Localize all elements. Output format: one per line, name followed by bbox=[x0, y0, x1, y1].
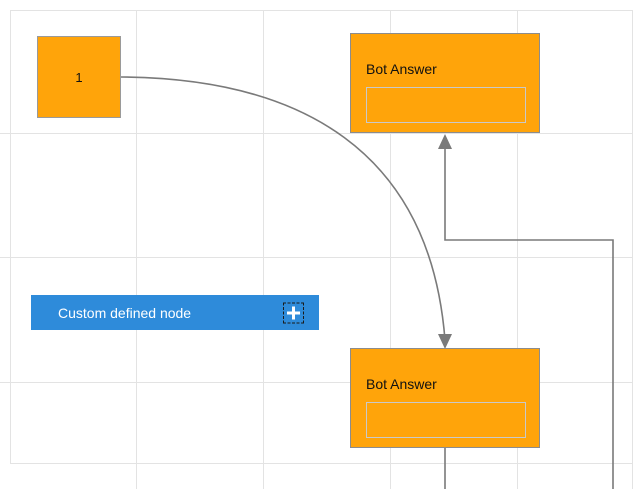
arrowhead-down-icon bbox=[438, 334, 452, 349]
custom-defined-node-bar[interactable]: Custom defined node bbox=[31, 295, 319, 330]
arrowhead-up-icon bbox=[438, 134, 452, 149]
bot-answer-title: Bot Answer bbox=[366, 376, 437, 392]
bot-answer-node-bottom[interactable]: Bot Answer bbox=[350, 348, 540, 448]
bot-answer-node-top[interactable]: Bot Answer bbox=[350, 33, 540, 133]
node-1[interactable]: 1 bbox=[37, 36, 121, 118]
plus-icon-vertical-bar bbox=[292, 306, 295, 319]
bot-answer-content-slot[interactable] bbox=[366, 87, 526, 123]
node-1-label: 1 bbox=[75, 69, 83, 85]
bot-answer-content-slot[interactable] bbox=[366, 402, 526, 438]
plus-icon[interactable] bbox=[283, 302, 304, 323]
custom-defined-node-label: Custom defined node bbox=[58, 304, 192, 321]
bot-answer-title: Bot Answer bbox=[366, 61, 437, 77]
